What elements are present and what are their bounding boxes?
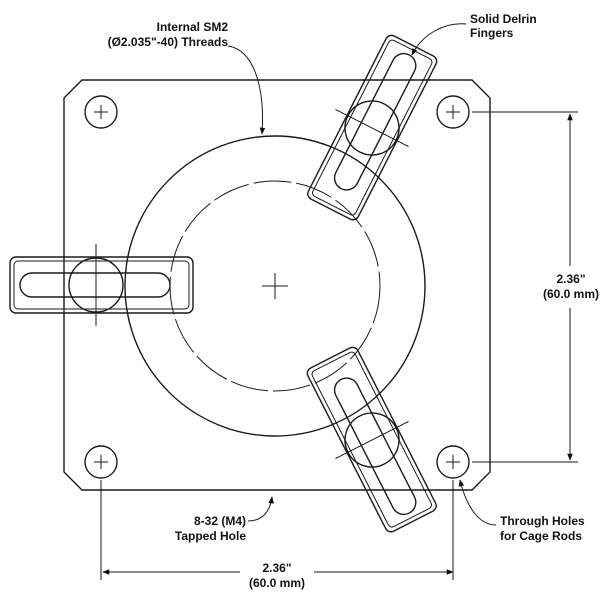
through-holes-label-line2: for Cage Rods bbox=[500, 529, 582, 543]
horizontal-dimension bbox=[100, 480, 454, 580]
threads-label-line2: (Ø2.035"-40) Threads bbox=[108, 35, 229, 49]
threads-leader bbox=[227, 45, 266, 135]
through-hole-top-right bbox=[436, 95, 470, 129]
through-holes-leader bbox=[458, 479, 497, 526]
finger-left bbox=[9, 244, 194, 326]
cage-plate-outline bbox=[63, 79, 491, 491]
through-hole-bottom-right bbox=[436, 445, 470, 479]
vertical-dimension bbox=[472, 111, 578, 463]
fingers-leader bbox=[411, 23, 467, 56]
horizontal-dimension-metric: (60.0 mm) bbox=[249, 576, 305, 590]
tapped-hole-label-line1: 8-32 (M4) bbox=[194, 514, 246, 528]
horizontal-dimension-value: 2.36" bbox=[262, 561, 291, 575]
sm2-bore-outer bbox=[124, 135, 426, 437]
vertical-dimension-value: 2.36" bbox=[556, 272, 585, 286]
through-hole-bottom-left bbox=[84, 445, 118, 479]
tapped-hole-label-line2: Tapped Hole bbox=[175, 529, 246, 543]
vertical-dimension-metric: (60.0 mm) bbox=[543, 287, 599, 301]
fingers-label-line1: Solid Delrin bbox=[470, 12, 537, 26]
finger-top-right bbox=[307, 34, 438, 221]
tapped-hole-leader bbox=[247, 496, 274, 522]
fingers-label-line2: Fingers bbox=[470, 26, 514, 40]
through-hole-top-left bbox=[84, 95, 118, 129]
through-holes-label-line1: Through Holes bbox=[500, 514, 585, 528]
center-mark bbox=[262, 273, 288, 299]
finger-bottom-right bbox=[306, 346, 437, 533]
threads-label-line1: Internal SM2 bbox=[157, 20, 229, 34]
